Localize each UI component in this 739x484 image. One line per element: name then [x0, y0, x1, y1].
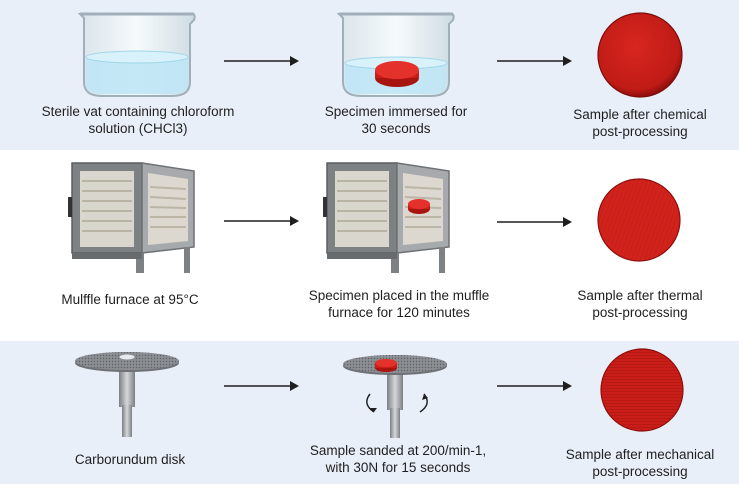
specimen-icon [375, 359, 397, 372]
specimen-icon [375, 61, 419, 87]
step-caption-thermal-3: Sample after thermal post-processing [577, 288, 703, 320]
arrow-icon [224, 56, 299, 66]
sanding-disk-icon [343, 355, 447, 438]
carborundum-disk-icon [75, 352, 179, 437]
step-caption-chemical-3: Sample after chemical post-processing [573, 107, 707, 139]
step-caption-chemical-2: Specimen immersed for 30 seconds [324, 104, 468, 136]
beaker-with-specimen-icon [336, 12, 455, 97]
step-caption-thermal-2: Specimen placed in the muffle furnace fo… [308, 288, 490, 320]
arrow-icon [224, 381, 299, 391]
step-caption-chemical-1: Sterile vat containing chloroform soluti… [41, 104, 235, 136]
arrow-icon [224, 216, 299, 226]
specimen-icon [408, 199, 430, 214]
arrow-icon [497, 381, 572, 391]
step-caption-mechanical-3: Sample after mechanical post-processing [565, 447, 715, 479]
arrow-icon [497, 217, 572, 227]
step-caption-mechanical-1: Carborundum disk [74, 452, 186, 467]
arrow-icon [497, 56, 572, 66]
beaker-icon [77, 12, 196, 97]
red-sample-disc-icon [600, 348, 684, 432]
muffle-furnace-icon [68, 162, 195, 273]
red-sample-disc-icon [597, 178, 681, 262]
step-caption-mechanical-2: Sample sanded at 200/min-1, with 30N for… [309, 443, 487, 475]
step-caption-thermal-1: Mulffle furnace at 95°C [61, 292, 199, 307]
red-sample-disc-icon [597, 12, 683, 98]
furnace-with-specimen-icon [323, 162, 450, 273]
